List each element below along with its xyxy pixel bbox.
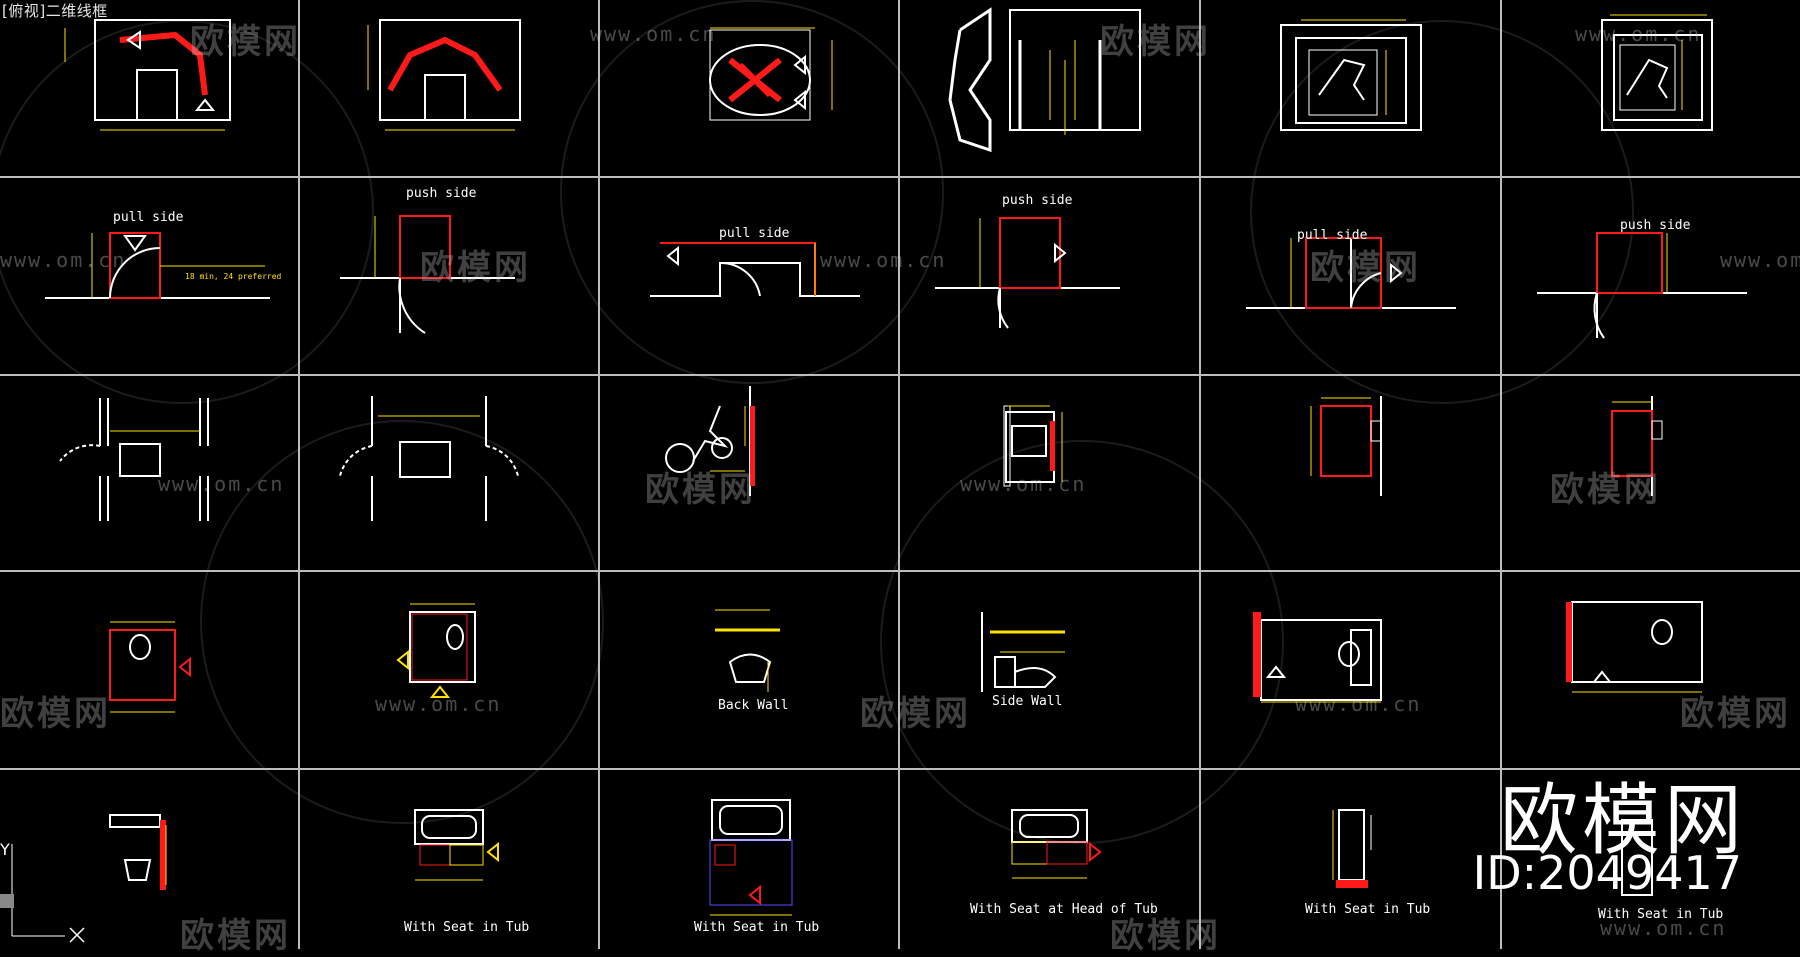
cell-r1c2 (300, 0, 598, 176)
watermark-url: www.om.cn (960, 472, 1087, 496)
cell-r4c5 (1201, 572, 1499, 768)
watermark-url: www.om.cn (1575, 22, 1702, 46)
watermark-brand: 欧模网 (1680, 694, 1791, 734)
watermark-url: www.om.cn (590, 22, 717, 46)
watermark-circle (560, 0, 944, 384)
cell-r1c3 (600, 0, 898, 176)
watermark-brand: 欧模网 (645, 470, 756, 510)
watermark-url: www.om.cn (820, 248, 947, 272)
watermark-circle (1250, 20, 1634, 404)
wall-label: Back Wall (718, 698, 789, 713)
watermark-brand: 欧模网 (0, 694, 111, 734)
cell-r3c6 (1502, 376, 1800, 570)
cell-r3c2 (300, 376, 598, 570)
cell-r4c6 (1502, 572, 1800, 768)
watermark-brand: 欧模网 (1100, 22, 1211, 62)
cell-r4c1 (0, 572, 298, 768)
door-side-label: push side (1620, 218, 1691, 233)
cell-r5c3: With Seat in Tub (600, 770, 898, 949)
tub-label: With Seat in Tub (694, 920, 820, 935)
door-side-label: push side (1002, 193, 1073, 208)
cell-r4c3: Back Wall (600, 572, 898, 768)
watermark-brand: 欧模网 (1550, 470, 1661, 510)
watermark-brand: 欧模网 (860, 694, 971, 734)
cell-r2c3: pull side (600, 178, 898, 374)
watermark-brand: 欧模网 (1310, 248, 1421, 288)
dimension-label: 18 min, 24 preferred (185, 272, 282, 281)
watermark-brand: 欧模网 (190, 22, 301, 62)
cell-r5c6: With Seat in Tub (1502, 770, 1800, 949)
cell-r2c2: push side (300, 178, 598, 374)
tub-label: With Seat in Tub (1305, 902, 1431, 917)
wall-label: Side Wall (992, 694, 1063, 709)
cell-r1c4 (900, 0, 1198, 176)
watermark-brand: 欧模网 (1110, 916, 1221, 956)
door-side-label: pull side (113, 210, 184, 225)
brand-name: 欧模网 (1499, 776, 1746, 866)
cell-r2c6: push side (1502, 178, 1800, 374)
cell-r5c1 (0, 770, 298, 949)
cell-r3c5 (1201, 376, 1499, 570)
cell-r2c4: push side (900, 178, 1198, 374)
watermark-url: www.om.cn (1720, 248, 1800, 272)
cell-r3c1 (0, 376, 298, 570)
watermark-brand: 欧模网 (180, 916, 291, 956)
watermark-url: www.om.cn (158, 472, 285, 496)
door-side-label: pull side (1297, 228, 1368, 243)
watermark-url: www.om.cn (1600, 916, 1727, 940)
tub-label: With Seat in Tub (1598, 907, 1724, 922)
cell-r2c5: pull side (1201, 178, 1499, 374)
brand-id: ID:2049417 (1472, 846, 1742, 900)
ucs-icon: Y (0, 836, 100, 954)
cell-r3c4 (900, 376, 1198, 570)
cell-r5c5: With Seat in Tub (1201, 770, 1499, 949)
tub-label: With Seat at Head of Tub (970, 902, 1158, 917)
cell-r2c1: pull side 18 min, 24 preferred (0, 178, 298, 374)
cell-r4c4: Side Wall (900, 572, 1198, 768)
cell-r4c2 (300, 572, 598, 768)
cell-r1c5 (1201, 0, 1499, 176)
door-side-label: pull side (719, 226, 790, 241)
watermark-url: www.om.cn (375, 692, 502, 716)
ucs-y-label: Y (0, 840, 10, 859)
cell-r5c2: With Seat in Tub (300, 770, 598, 949)
view-mode-label[interactable]: [俯视]二维线框 (2, 2, 108, 20)
watermark-circle (200, 420, 604, 824)
cell-r5c4: With Seat at Head of Tub (900, 770, 1198, 949)
watermark-brand: 欧模网 (420, 248, 531, 288)
watermark-url: www.om.cn (1295, 692, 1422, 716)
watermark-url: www.om.cn (0, 248, 127, 272)
door-side-label: push side (406, 186, 477, 201)
tub-label: With Seat in Tub (404, 920, 530, 935)
cell-r3c3 (600, 376, 898, 570)
cell-r1c1 (0, 0, 298, 176)
cell-r1c6 (1502, 0, 1800, 176)
